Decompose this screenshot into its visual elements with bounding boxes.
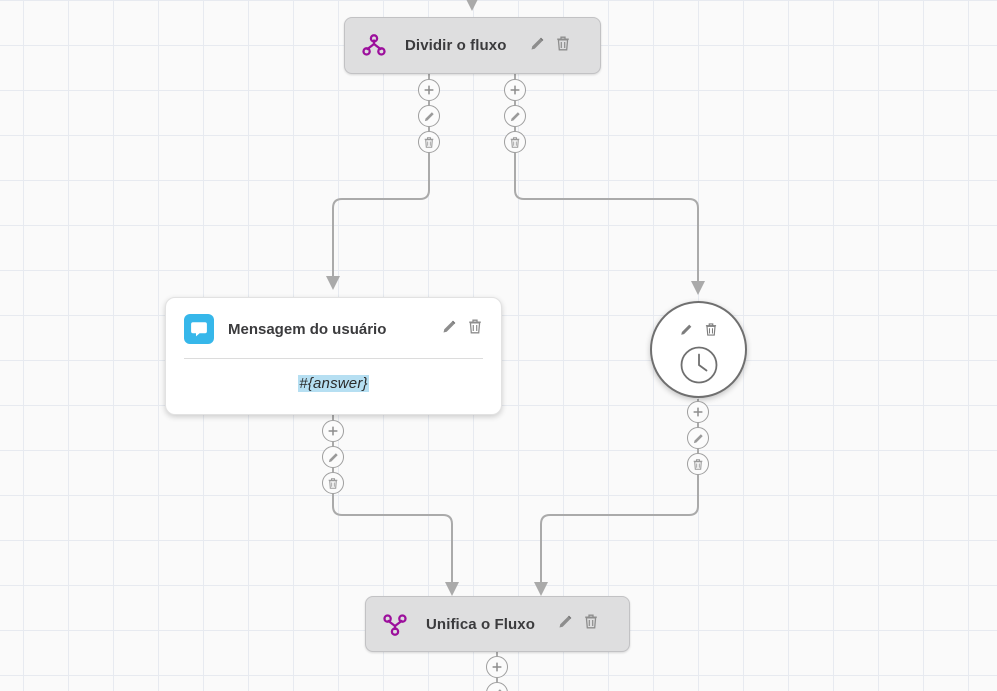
delete-node-button[interactable] (418, 131, 440, 153)
merge-branch-icon (382, 611, 408, 637)
edit-node-button[interactable] (504, 105, 526, 127)
edit-node-button[interactable] (418, 105, 440, 127)
edit-node-button[interactable] (687, 427, 709, 449)
node-user-message[interactable]: Mensagem do usuário (165, 297, 502, 415)
node-user-message-header: Mensagem do usuário (166, 298, 501, 344)
node-user-message-actions (441, 318, 483, 340)
node-delay[interactable] (650, 301, 747, 398)
node-split-flow[interactable]: Dividir o fluxo (344, 17, 601, 74)
edit-icon[interactable] (441, 318, 458, 340)
node-merge-flow-title: Unifica o Fluxo (426, 615, 536, 633)
add-node-button[interactable] (504, 79, 526, 101)
delete-icon[interactable] (583, 613, 599, 635)
delete-node-button[interactable] (322, 472, 344, 494)
node-merge-flow-actions (557, 613, 599, 635)
delete-node-button[interactable] (504, 131, 526, 153)
edit-node-button[interactable] (322, 446, 344, 468)
clock-icon (678, 344, 720, 391)
edge-split-to-delay (514, 153, 705, 295)
delete-icon[interactable] (467, 318, 483, 340)
variable-token: #{answer} (298, 375, 369, 392)
add-node-button[interactable] (418, 79, 440, 101)
delete-icon[interactable] (555, 35, 571, 57)
add-node-button[interactable] (687, 401, 709, 423)
node-user-message-body: #{answer} (166, 359, 501, 414)
add-node-button[interactable] (486, 656, 508, 678)
edit-icon[interactable] (679, 322, 694, 342)
edge-split-to-user-message (326, 153, 430, 290)
edge-user-message-to-merge (332, 494, 459, 596)
node-split-flow-title: Dividir o fluxo (405, 37, 507, 54)
node-split-flow-actions (529, 35, 571, 57)
divider (184, 358, 483, 359)
edit-icon[interactable] (557, 613, 574, 635)
speech-bubble-icon (184, 314, 214, 344)
edit-icon[interactable] (529, 35, 546, 57)
delete-node-button[interactable] (687, 453, 709, 475)
edge-delay-to-merge (534, 475, 699, 596)
node-user-message-title: Mensagem do usuário (228, 320, 387, 338)
add-node-button[interactable] (322, 420, 344, 442)
node-merge-flow[interactable]: Unifica o Fluxo (365, 596, 630, 652)
delete-icon[interactable] (704, 322, 718, 342)
node-delay-actions (679, 322, 718, 342)
edit-node-button[interactable] (486, 682, 508, 691)
split-branch-icon (361, 33, 387, 59)
